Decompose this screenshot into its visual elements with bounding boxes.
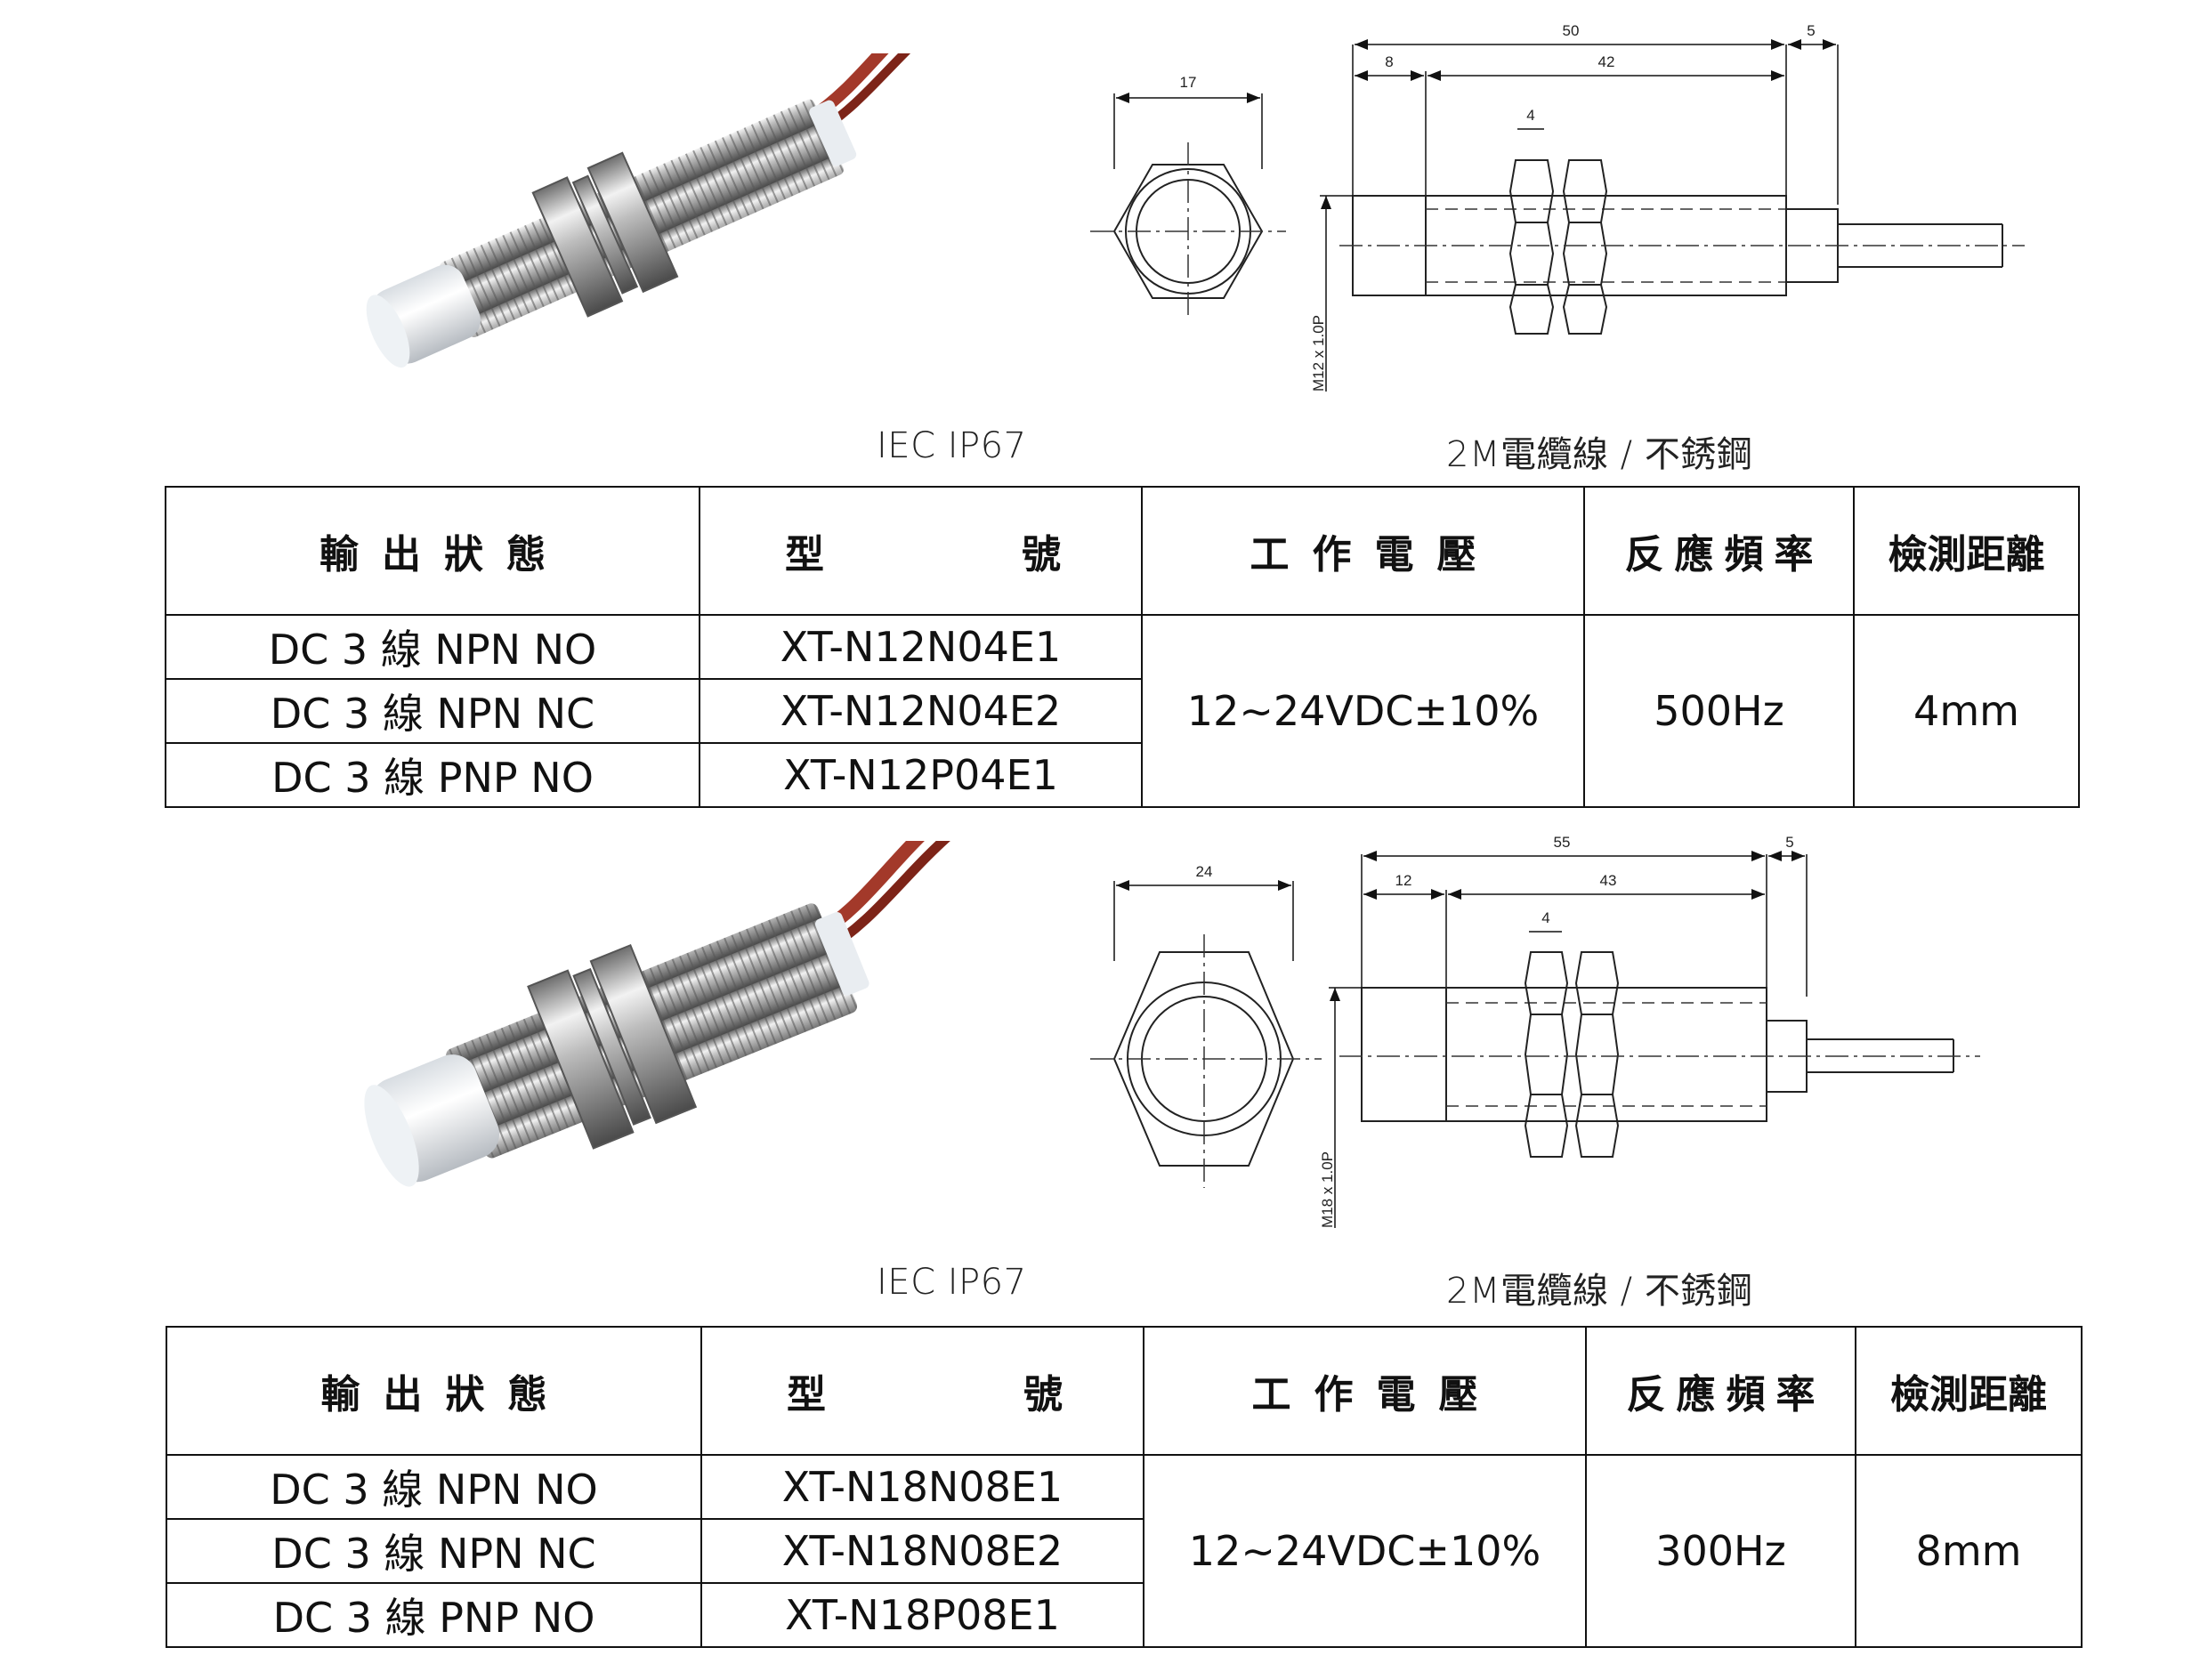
model-cell: XT-N18N08E2 bbox=[700, 1518, 1144, 1584]
front-dim-label: 17 bbox=[1180, 74, 1197, 91]
header-output-state: 輸出狀態 bbox=[166, 1326, 702, 1456]
output-cell: DC 3 線 PNP NO bbox=[166, 1582, 702, 1648]
cable-length-label: 5 bbox=[1785, 836, 1793, 851]
table-row: DC 3 線 NPN NC XT-N18N08E2 bbox=[166, 1518, 2082, 1584]
model-cell: XT-N12N04E1 bbox=[699, 614, 1143, 680]
voltage-cell: 12~24VDC±10% bbox=[1141, 614, 1585, 808]
cable-material-caption: 2M電纜線 / 不銹鋼 bbox=[1446, 434, 1753, 475]
total-length-label: 55 bbox=[1554, 836, 1571, 851]
head-length-label: 8 bbox=[1385, 53, 1393, 70]
table-row: DC 3 線 NPN NC XT-N12N04E2 bbox=[165, 678, 2079, 744]
frequency-cell: 300Hz bbox=[1585, 1454, 1856, 1648]
head-length-label: 12 bbox=[1395, 872, 1412, 889]
header-distance: 檢測距離 bbox=[1853, 486, 2080, 616]
output-cell: DC 3 線 NPN NC bbox=[165, 678, 700, 744]
table-row: DC 3 線 NPN NO XT-N18N08E1 12~24VDC±10% 3… bbox=[166, 1454, 2083, 1648]
header-distance: 檢測距離 bbox=[1855, 1326, 2083, 1456]
header-frequency: 反應頻率 bbox=[1583, 486, 1855, 616]
table-row: DC 3 線 PNP NO XT-N12P04E1 bbox=[165, 742, 2079, 808]
body-length-label: 43 bbox=[1600, 872, 1617, 889]
ip-rating-caption: IEC IP67 bbox=[877, 425, 1027, 466]
ip-rating-caption: IEC IP67 bbox=[877, 1262, 1027, 1303]
output-cell: DC 3 線 PNP NO bbox=[165, 742, 700, 808]
cable-length-label: 5 bbox=[1807, 22, 1815, 39]
header-frequency: 反應頻率 bbox=[1585, 1326, 1856, 1456]
sensor-photo-m12 bbox=[366, 53, 945, 368]
distance-cell: 4mm bbox=[1853, 614, 2080, 808]
header-output-state: 輸出狀態 bbox=[165, 486, 700, 616]
thread-spec-label: M18 x 1.0P bbox=[1319, 1151, 1336, 1228]
voltage-cell: 12~24VDC±10% bbox=[1143, 1454, 1587, 1648]
dimension-drawing-m18: 24 55 5 12 43 4 M18 x 1.0P bbox=[1090, 836, 1980, 1228]
model-cell: XT-N18N08E1 bbox=[700, 1454, 1144, 1520]
front-dim-label: 24 bbox=[1196, 863, 1213, 880]
body-length-label: 42 bbox=[1598, 53, 1615, 70]
spec-table-m12: 輸出狀態 型號 工作電壓 反應頻率 檢測距離 DC 3 線 NPN NO XT-… bbox=[165, 486, 2080, 808]
header-model: 型號 bbox=[699, 486, 1143, 616]
dimension-drawing-m12: 17 50 5 8 42 4 M12 x 1.0P bbox=[1090, 22, 2025, 392]
header-voltage: 工作電壓 bbox=[1141, 486, 1585, 616]
model-cell: XT-N12P04E1 bbox=[699, 742, 1143, 808]
nut-width-label: 4 bbox=[1541, 909, 1549, 926]
output-cell: DC 3 線 NPN NO bbox=[165, 614, 700, 680]
output-cell: DC 3 線 NPN NC bbox=[166, 1518, 702, 1584]
frequency-cell: 500Hz bbox=[1583, 614, 1855, 808]
nut-width-label: 4 bbox=[1526, 107, 1534, 124]
table-row: DC 3 線 PNP NO XT-N18P08E1 bbox=[166, 1582, 2082, 1648]
spec-table-m18: 輸出狀態 型號 工作電壓 反應頻率 檢測距離 DC 3 線 NPN NO XT-… bbox=[166, 1326, 2083, 1648]
thread-spec-label: M12 x 1.0P bbox=[1310, 315, 1327, 392]
sensor-photo-m18 bbox=[364, 841, 958, 1187]
output-cell: DC 3 線 NPN NO bbox=[166, 1454, 702, 1520]
table-row: DC 3 線 NPN NO XT-N12N04E1 12~24VDC±10% 5… bbox=[165, 614, 2080, 808]
header-model: 型號 bbox=[700, 1326, 1144, 1456]
cable-material-caption: 2M電纜線 / 不銹鋼 bbox=[1446, 1271, 1753, 1312]
model-cell: XT-N18P08E1 bbox=[700, 1582, 1144, 1648]
model-cell: XT-N12N04E2 bbox=[699, 678, 1143, 744]
distance-cell: 8mm bbox=[1855, 1454, 2083, 1648]
total-length-label: 50 bbox=[1563, 22, 1580, 39]
header-voltage: 工作電壓 bbox=[1143, 1326, 1587, 1456]
